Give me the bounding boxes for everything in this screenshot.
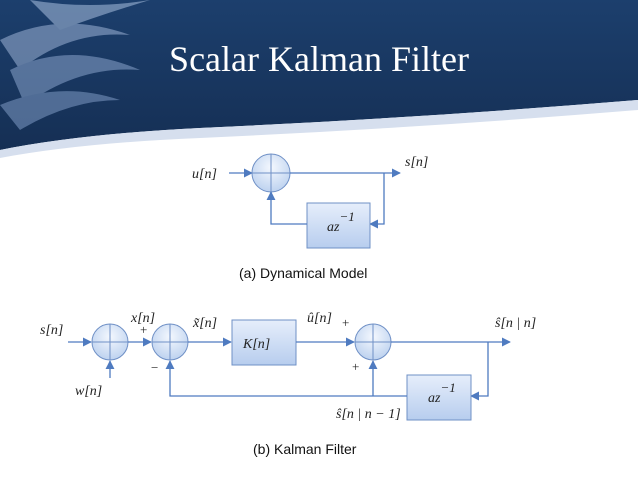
a-delay-text: az−1 xyxy=(327,209,355,235)
b-feedback-in xyxy=(470,342,489,401)
a-output-label: s[n] xyxy=(405,155,428,170)
a-feedback-in xyxy=(369,173,385,229)
b-feedback-label: ŝ[n | n − 1] xyxy=(336,407,401,422)
b-delay-text: az−1 xyxy=(428,380,456,406)
caption-b: (b) Kalman Filter xyxy=(253,441,357,457)
caption-a: (a) Dynamical Model xyxy=(239,265,368,281)
b-uhat-label: û[n] xyxy=(307,311,332,326)
diagram-dynamical-model: az−1 u[n] s[n] xyxy=(192,153,428,249)
b-x-label: x[n] xyxy=(130,311,155,326)
b-xtilde-label: x̃[n] xyxy=(192,316,217,331)
b-gain-block xyxy=(231,319,297,366)
a-input-label: u[n] xyxy=(192,167,217,182)
b-minus-sum2: − xyxy=(151,360,158,375)
feather-decoration xyxy=(0,0,150,130)
title-banner xyxy=(0,0,638,158)
b-input-label: s[n] xyxy=(40,323,63,338)
slide-title: Scalar Kalman Filter xyxy=(169,39,469,79)
b-gain-text: K[n] xyxy=(242,337,270,352)
b-noise-label: w[n] xyxy=(75,384,102,399)
b-plus-sum3-top: + xyxy=(342,315,349,330)
b-output-label: ŝ[n | n] xyxy=(495,316,536,331)
b-plus-sum3-bottom: + xyxy=(352,359,359,374)
diagram-kalman-filter: s[n] w[n] x[n] + − x̃[n] K[n] xyxy=(40,311,536,422)
a-delay-block xyxy=(306,202,371,249)
b-delay-block xyxy=(406,374,472,421)
a-feedback-out xyxy=(266,191,307,225)
b-plus-sum1: + xyxy=(140,322,147,337)
b-feedback-sum2 xyxy=(165,360,407,397)
